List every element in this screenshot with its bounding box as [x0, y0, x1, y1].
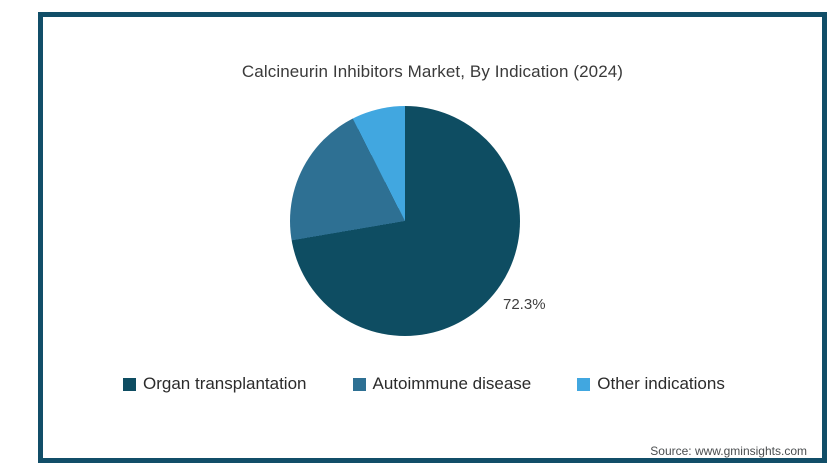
pie-value-label: 72.3%	[503, 296, 546, 313]
legend-swatch-icon	[577, 377, 591, 391]
legend-item-organ-transplantation: Organ transplantation	[123, 374, 307, 394]
legend-item-autoimmune-disease: Autoimmune disease	[352, 374, 532, 394]
legend-swatch-icon	[352, 377, 366, 391]
legend-item-other-indications: Other indications	[577, 374, 725, 394]
legend-label: Autoimmune disease	[372, 374, 532, 393]
legend-label: Other indications	[597, 374, 725, 393]
legend-swatch-icon	[123, 377, 136, 391]
pie-chart	[290, 106, 520, 336]
source-note: Source: www.gminsights.com	[650, 444, 807, 458]
chart-title: Calcineurin Inhibitors Market, By Indica…	[241, 62, 624, 81]
chart-legend: Organ transplantation Autoimmune disease…	[123, 374, 725, 394]
legend-label: Organ transplantation	[143, 374, 307, 393]
